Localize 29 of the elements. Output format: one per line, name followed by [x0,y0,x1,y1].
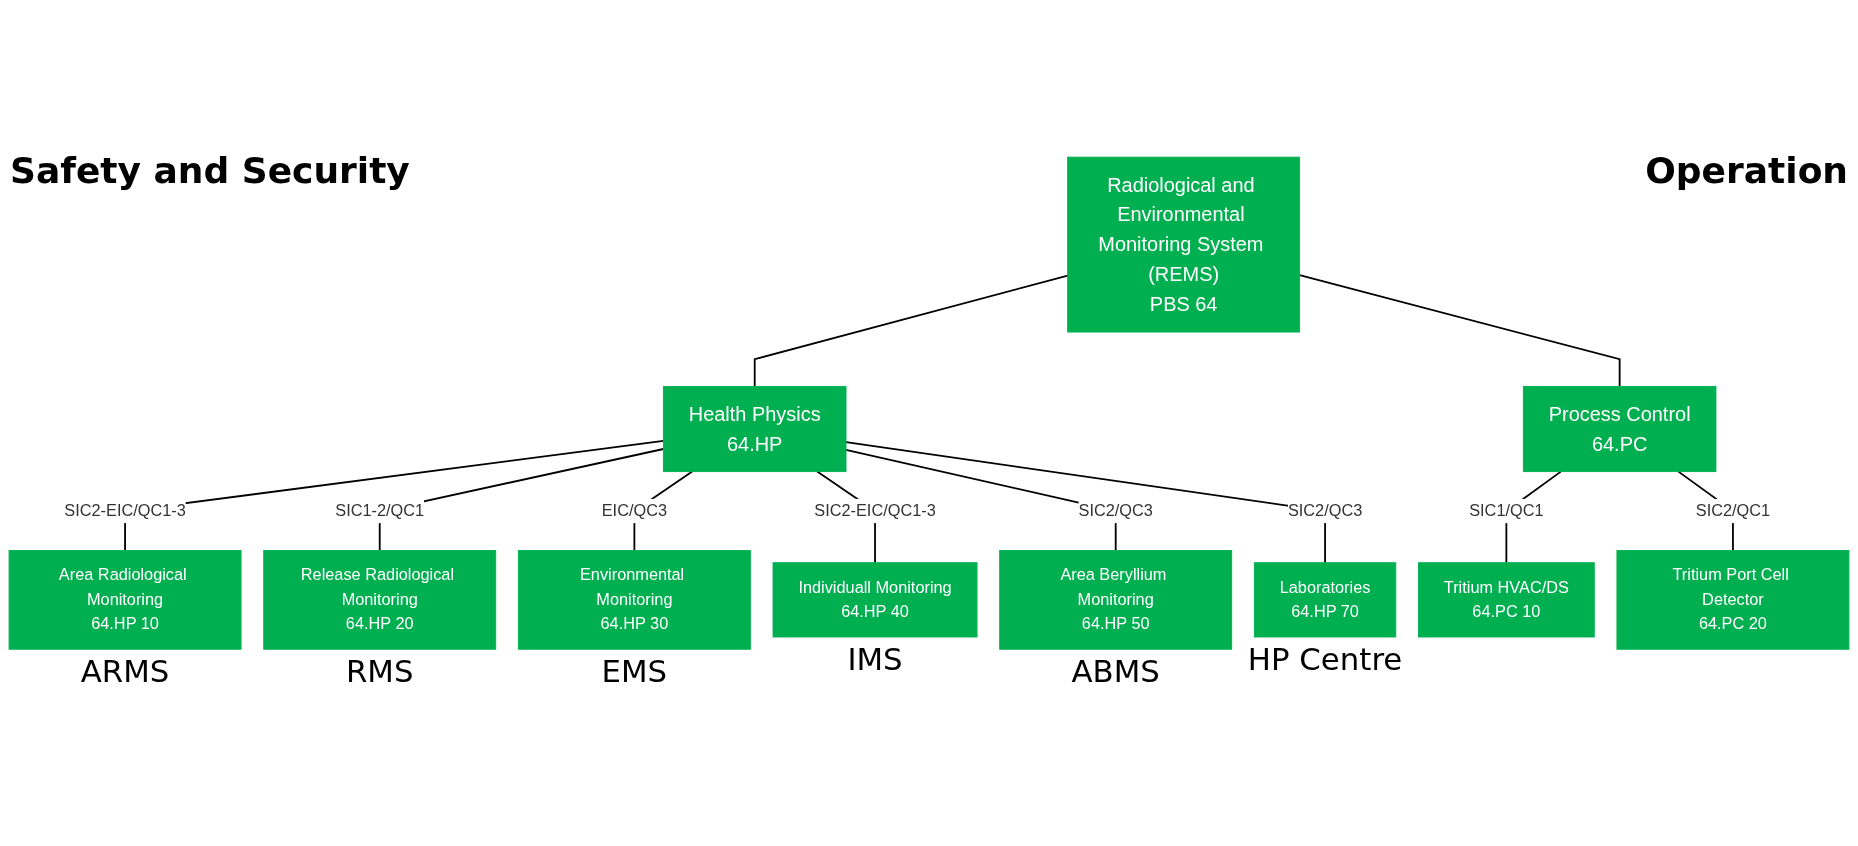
process-box: Individuall Monitoring 64.HP 40 [772,562,978,638]
process-box: Radiological and Environmental Monitoring System (REMS) PBS 64 [1067,156,1301,333]
edge-label: EIC/QC3 [601,501,668,520]
process-box: Process Control 64.PC [1522,385,1717,473]
acronym-label: ABMS [1071,652,1160,689]
process-box: Health Physics 64.HP [662,385,847,473]
edge-label: SIC2-EIC/QC1-3 [64,501,186,520]
acronym-label: ARMS [80,652,170,689]
acronym-label: EMS [601,652,668,689]
edge-label: SIC1/QC1 [1469,501,1544,520]
process-box: Area Radiological Monitoring 64.HP 10 [8,550,242,650]
process-box: Tritium Port Cell Detector 64.PC 20 [1616,550,1850,650]
edge-label: SIC1-2/QC1 [335,501,425,520]
edge-label: SIC2/QC1 [1695,501,1771,520]
process-box: Laboratories 64.HP 70 [1253,562,1397,638]
process-box: Tritium HVAC/DS 64.PC 10 [1418,562,1595,638]
section-heading: Operation [1645,150,1848,191]
edge-label: SIC2/QC3 [1078,501,1153,520]
edge-label: SIC2/QC3 [1287,501,1363,520]
acronym-label: IMS [847,640,903,677]
process-box: Area Beryllium Monitoring 64.HP 50 [999,550,1233,650]
section-heading: Safety and Security [10,150,410,191]
acronym-label: RMS [345,652,414,689]
acronym-label: HP Centre [1247,640,1403,677]
connector [1298,274,1621,388]
process-box: Environmental Monitoring 64.HP 30 [517,550,751,650]
process-box: Release Radiological Monitoring 64.HP 20 [263,550,497,650]
edge-label: SIC2-EIC/QC1-3 [814,501,936,520]
connector [753,274,1069,388]
